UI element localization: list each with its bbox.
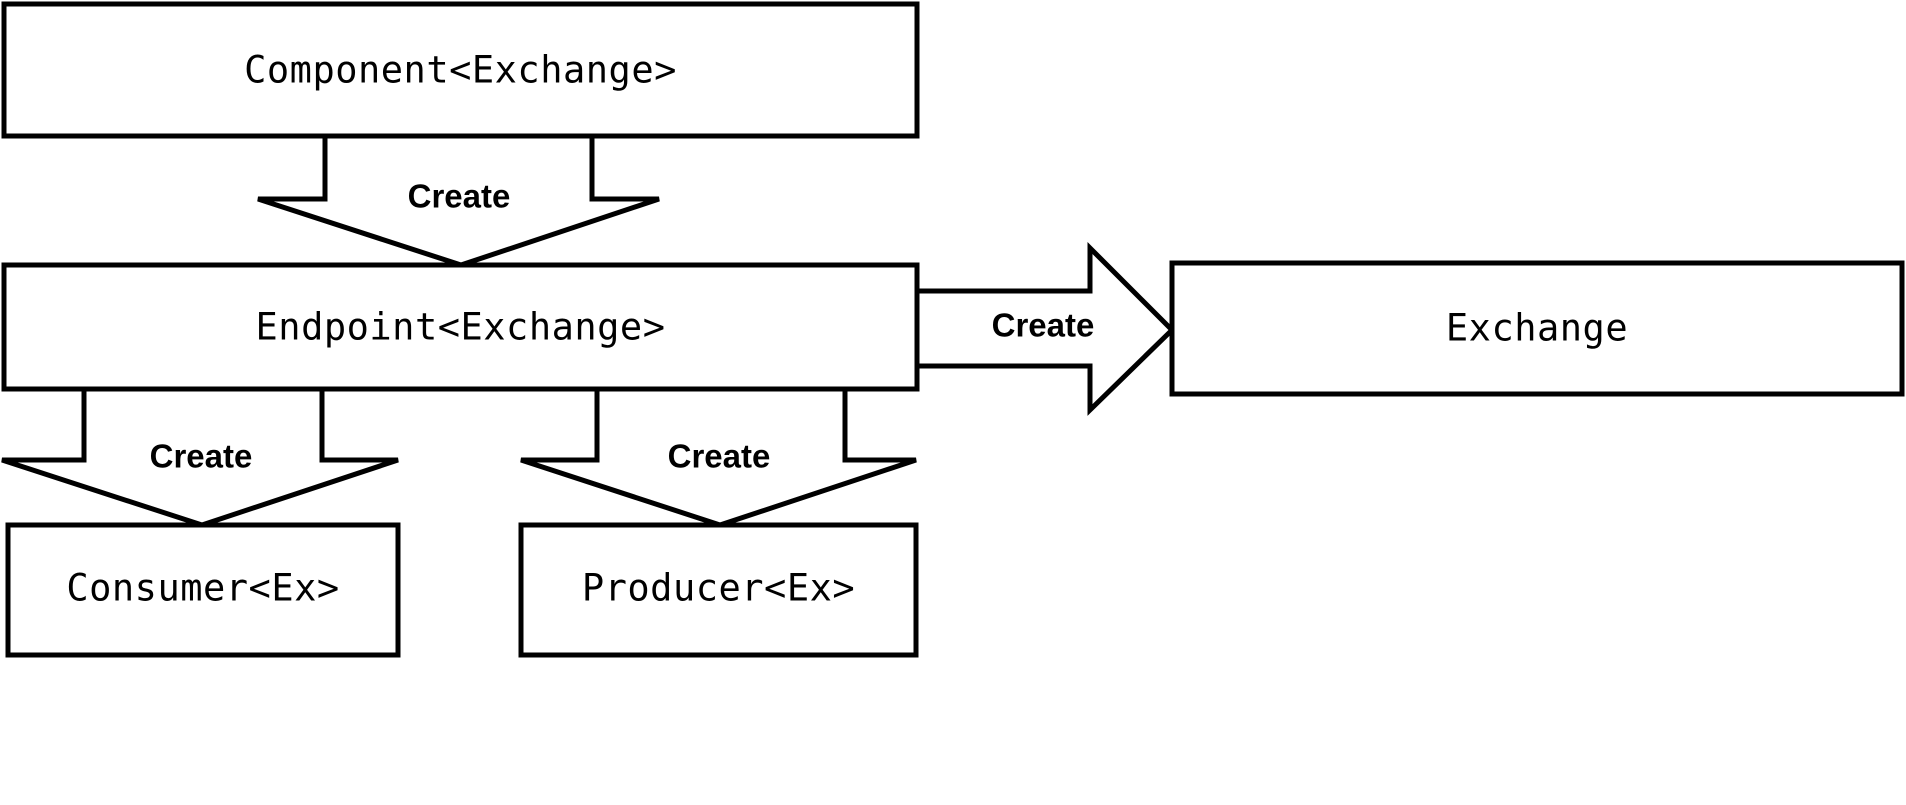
node-producer-label: Producer<Ex>: [582, 567, 855, 610]
node-exchange[interactable]: Exchange: [1169, 260, 1905, 397]
edge-label-endpoint-to-consumer: Create: [150, 438, 253, 475]
edge-label-component-to-endpoint: Create: [408, 178, 511, 215]
edge-endpoint-to-producer-left-branch: [520, 389, 721, 528]
node-endpoint[interactable]: Endpoint<Exchange>: [1, 262, 920, 392]
node-consumer[interactable]: Consumer<Ex>: [5, 522, 401, 658]
node-component-label: Component<Exchange>: [244, 49, 677, 92]
node-consumer-label: Consumer<Ex>: [66, 567, 339, 610]
edge-endpoint-to-exchange-lower-branch: [917, 328, 1174, 416]
node-component-rect[interactable]: [1, 1, 920, 139]
node-producer[interactable]: Producer<Ex>: [518, 522, 919, 658]
node-exchange-label: Exchange: [1446, 307, 1628, 350]
edge-endpoint-to-producer: Create: [520, 389, 917, 528]
edge-endpoint-to-consumer-left-branch: [1, 389, 203, 528]
node-consumer-rect[interactable]: [5, 522, 401, 658]
node-producer-rect[interactable]: [518, 522, 919, 658]
node-component[interactable]: Component<Exchange>: [1, 1, 920, 139]
edge-endpoint-to-consumer-right-branch: [201, 389, 399, 528]
edge-endpoint-to-consumer: Create: [1, 389, 399, 528]
edge-label-endpoint-to-producer: Create: [668, 438, 771, 475]
node-exchange-rect[interactable]: [1169, 260, 1905, 397]
edge-endpoint-to-exchange: Create: [917, 241, 1174, 416]
edge-component-to-endpoint-right-branch: [460, 136, 660, 268]
edge-component-to-endpoint-left-branch: [257, 136, 462, 268]
edge-label-endpoint-to-exchange: Create: [992, 307, 1095, 344]
edge-endpoint-to-exchange-upper-branch: [917, 241, 1174, 332]
edge-component-to-endpoint: Create: [257, 136, 660, 268]
node-endpoint-label: Endpoint<Exchange>: [256, 306, 666, 349]
edge-endpoint-to-producer-right-branch: [719, 389, 917, 528]
node-endpoint-rect[interactable]: [1, 262, 920, 392]
